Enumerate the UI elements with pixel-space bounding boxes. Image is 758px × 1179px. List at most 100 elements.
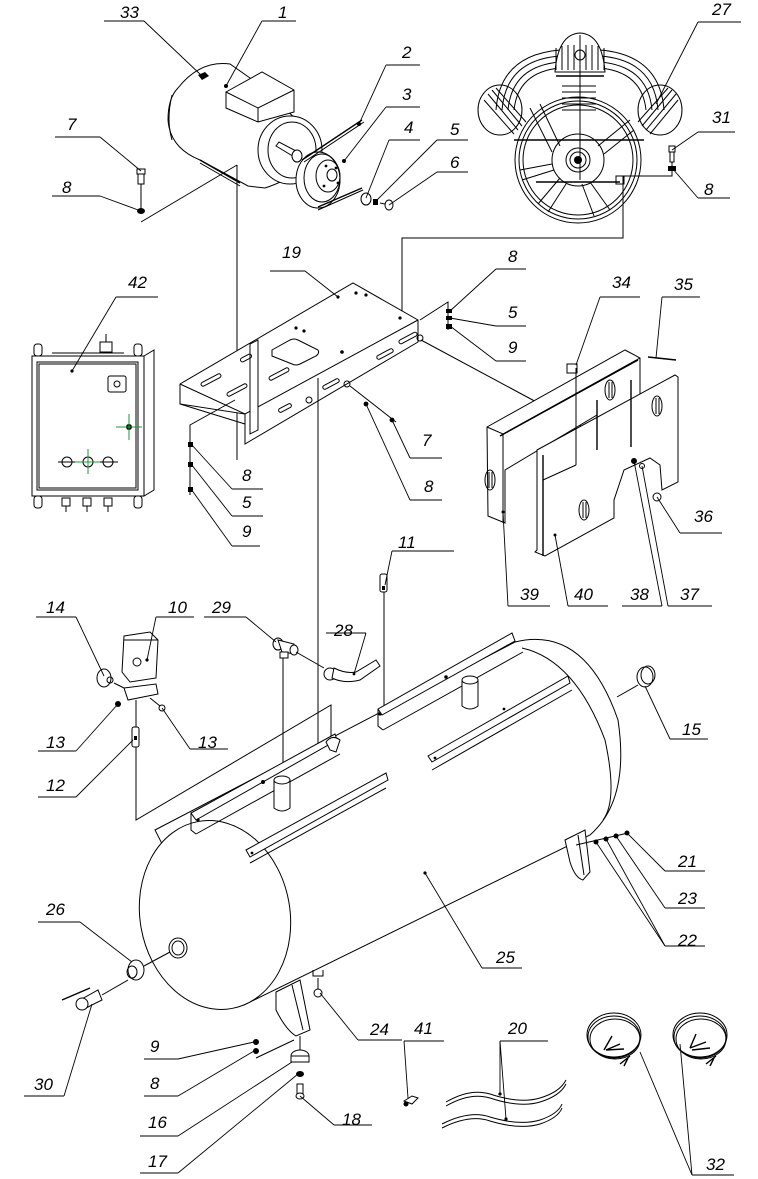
callout-number: 9 <box>150 1037 160 1056</box>
callout-number: 28 <box>333 621 353 640</box>
callout-number: 1 <box>278 3 287 22</box>
motor-bolt-assembly <box>136 164 238 460</box>
callout-number: 14 <box>46 598 65 617</box>
callout-number: 36 <box>694 507 713 526</box>
callout-leader <box>388 171 438 206</box>
callout-number: 24 <box>369 1020 389 1039</box>
callout-number: 35 <box>674 275 693 294</box>
callout-number: 5 <box>508 303 518 322</box>
callout-number: 16 <box>148 1113 167 1132</box>
callout-number: 23 <box>677 889 697 908</box>
callout-leader <box>299 1095 335 1126</box>
motor-pulley <box>295 151 346 209</box>
callout-guard-washer: 38 <box>622 460 663 607</box>
callout-leader <box>365 139 390 199</box>
callout-leader <box>358 64 387 125</box>
callout-number: 29 <box>211 598 231 617</box>
callout-number: 9 <box>242 522 252 541</box>
callout-spring-washer: 5 <box>375 120 468 202</box>
callout-motor-pulley: 3 <box>343 85 420 162</box>
callout-pressure-gauge: 14 <box>36 598 105 677</box>
callout-number: 8 <box>150 1074 160 1093</box>
motor-label-plate <box>198 72 209 80</box>
callout-number: 8 <box>242 466 252 485</box>
callout-leader <box>343 106 387 162</box>
callout-leader <box>424 872 483 969</box>
callout-leader <box>190 463 233 517</box>
callout-drive-belt: 2 <box>358 43 420 125</box>
callout-number: 30 <box>34 1075 53 1094</box>
callout-pulley-bolt: 6 <box>388 153 468 206</box>
callout-leader <box>365 403 411 501</box>
callout-washer: 8 <box>365 403 442 501</box>
outlet-fittings <box>61 951 171 1011</box>
callout-leader <box>644 685 671 740</box>
callout-leader <box>595 841 666 947</box>
callout-drain-valve: 24 <box>319 992 402 1041</box>
callout-control-box: 42 <box>71 273 158 372</box>
callout-nut: 9 <box>449 325 526 362</box>
callout-fitting: 13 <box>38 703 119 752</box>
callout-leader <box>639 1051 693 1176</box>
callout-leader <box>626 832 666 872</box>
callout-bolt: 7 <box>391 419 442 459</box>
callout-leader <box>656 496 681 534</box>
callout-number: 25 <box>495 948 515 967</box>
callout-compressor-pump: 27 <box>655 0 741 105</box>
callout-guard-clip: 34 <box>575 273 640 366</box>
electric-motor <box>167 63 323 189</box>
callout-number: 27 <box>711 0 731 19</box>
control-box <box>31 334 155 512</box>
callout-fitting: 13 <box>161 707 228 752</box>
tank-plug <box>616 665 656 698</box>
callout-number: 42 <box>128 273 147 292</box>
callout-number: 20 <box>507 1019 527 1038</box>
drain-valve <box>312 970 324 998</box>
callout-leader <box>633 460 663 607</box>
callout-leader <box>177 1073 299 1174</box>
callout-number: 40 <box>574 585 593 604</box>
callout-leader <box>99 195 142 212</box>
callout-leader <box>605 838 666 947</box>
callout-number: 8 <box>704 180 714 199</box>
callout-leader <box>143 20 203 77</box>
callout-leader <box>671 167 699 199</box>
callout-wheel-bolt: 21 <box>626 832 705 872</box>
callout-leader <box>71 296 117 372</box>
callout-leader <box>615 835 666 909</box>
callout-guard-nut: 36 <box>656 496 722 534</box>
belt-guard <box>484 349 679 557</box>
accessories <box>402 1012 728 1129</box>
callout-cable-connector: 41 <box>403 1019 444 1099</box>
callout-elbow-fitting: 29 <box>204 598 277 643</box>
callout-leader <box>79 921 133 963</box>
callout-washer: 8 <box>190 443 263 490</box>
callout-number: 38 <box>630 585 649 604</box>
callout-hose: 20 <box>499 1019 548 1120</box>
callout-motor-bolt: 7 <box>55 115 142 172</box>
compressor-pump <box>477 32 683 224</box>
callout-washer: 8 <box>52 178 142 212</box>
callout-nut: 22 <box>595 838 705 950</box>
callout-number: 8 <box>424 477 434 496</box>
callout-pump-bolt: 31 <box>671 108 735 151</box>
callout-mounting-plate: 19 <box>270 243 339 298</box>
callout-leader <box>502 511 509 607</box>
callout-leader <box>671 131 699 151</box>
callout-number: 32 <box>706 1155 725 1174</box>
callout-rubber-foot: 16 <box>140 1061 293 1137</box>
callout-motor-label: 33 <box>104 3 203 77</box>
callout-washer: 8 <box>144 1050 255 1097</box>
callout-leader <box>655 296 663 359</box>
callout-leader <box>177 1041 255 1060</box>
callout-leader <box>449 317 497 327</box>
callout-belt-guard-front: 40 <box>554 534 608 607</box>
callout-number: 13 <box>198 733 217 752</box>
callout-leader <box>245 616 277 643</box>
callout-leader <box>177 1061 293 1137</box>
callout-guard-bolt: 37 <box>641 465 712 607</box>
callout-number: 41 <box>414 1019 433 1038</box>
callout-number: 5 <box>450 120 460 139</box>
callout-pressure-switch: 10 <box>146 598 194 661</box>
